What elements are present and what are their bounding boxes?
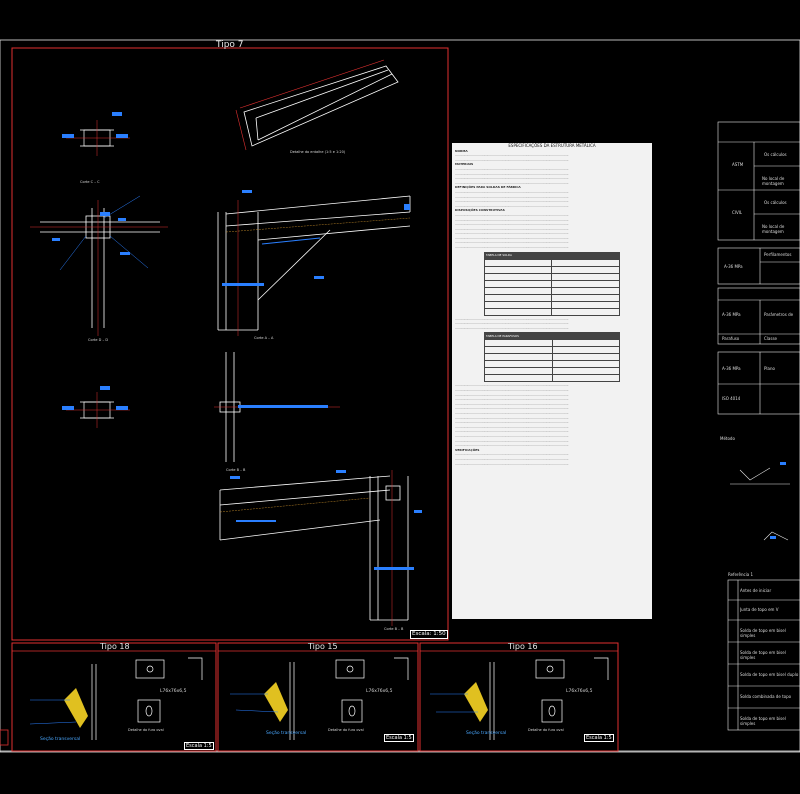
view-label-det-furo: Detalhe do entalhe (1:5 e 1:20)	[290, 150, 346, 154]
right-row-label-1: CIVIL	[732, 210, 743, 215]
detail-18-dim: L76x76x6,5	[160, 689, 187, 694]
detail-frame-15	[217, 642, 419, 752]
notes-section-verificacoes: VERIFICAÇÕES	[455, 447, 480, 452]
specifications-notes-panel: ESPECIFICAÇÕES DA ESTRUTURA METÁLICA NOR…	[452, 143, 652, 619]
view-label-corte-c: Corte C – C	[80, 180, 100, 184]
right-cell-4: Perfilamentos	[764, 252, 792, 257]
right-row-label-0: ASTM	[732, 162, 744, 167]
detail-15-secao: Seção transversal	[266, 731, 307, 736]
detail-16-dim: L76x76x6,5	[566, 689, 593, 694]
right-row-label-2: A-36 MPa	[724, 264, 743, 269]
main-frame	[11, 47, 449, 641]
view-label-corte-b: Corte B – B	[226, 468, 246, 472]
right-list-1: Junta de topo em V	[740, 607, 779, 612]
right-list-4: Solda de topo em bisel duplo	[740, 672, 799, 677]
weld-table-header: TABELA DE SOLDA	[484, 251, 620, 260]
right-row-label-3: A-36 MPa	[722, 312, 741, 317]
notes-section-disposicoes: DISPOSIÇÕES CONSTRUTIVAS	[455, 208, 505, 213]
detail-18-furo: Detalhe do furo oval	[128, 728, 164, 732]
detail-18-scale: Escala 1:5	[184, 742, 214, 750]
view-label-corte-b-lg: Corte B – B	[384, 627, 404, 631]
right-row-label-4: Parafuso	[722, 336, 740, 341]
notes-heading: ESPECIFICAÇÕES DA ESTRUTURA METÁLICA	[508, 143, 596, 148]
view-label-corte-d: Corte D – D	[88, 338, 109, 342]
detail-16-scale: Escala 1:5	[584, 734, 614, 742]
right-list-3: Solda de topo em bisel simples	[740, 650, 786, 660]
right-cell-5: Parâmetros de	[764, 312, 794, 317]
detail-18-secao: Seção transversal	[40, 737, 81, 742]
right-list-2: Solda de topo em bisel simples	[740, 628, 786, 638]
main-scale: Escala: 1:50	[410, 630, 448, 639]
right-row-label-6: ISO 4014	[722, 396, 741, 401]
bolt-table-header: TABELA DE PARAFUSOS	[484, 332, 620, 341]
detail-15-scale: Escala 1:5	[384, 734, 414, 742]
weld-table: TABELA DE SOLDA	[483, 251, 620, 316]
right-row-label-7: Método	[720, 436, 735, 441]
detail-15-dim: L76x76x6,5	[366, 689, 393, 694]
right-row-label-5: A-36 MPa	[722, 366, 741, 371]
detail-15-title: Tipo 15	[308, 642, 338, 651]
right-cell-0: Os cálculos	[764, 152, 787, 157]
main-title: Tipo 7	[216, 40, 244, 50]
notes-section-soldas: DEFINIÇÕES PARA SOLDAS DE FÁBRICA	[455, 185, 521, 190]
right-cell-7: Plano	[764, 366, 775, 371]
right-cell-3: No local de montagem	[762, 224, 785, 234]
notes-section-norma: NORMA	[455, 148, 468, 153]
right-cell-6: Classe	[764, 336, 777, 341]
right-list-0: Antes de iniciar	[740, 588, 772, 593]
detail-16-secao: Seção transversal	[466, 731, 507, 736]
right-cell-1: No local de montagem	[762, 176, 785, 186]
right-sub-label: Referência 1	[728, 572, 754, 577]
detail-16-furo: Detalhe do furo oval	[528, 728, 564, 732]
detail-16-title: Tipo 16	[508, 642, 538, 651]
bolt-table: TABELA DE PARAFUSOS	[484, 332, 620, 383]
detail-frame-18	[11, 642, 217, 752]
right-list-5: Solda combinada de topo	[740, 694, 792, 699]
notes-section-materiais: MATERIAIS	[455, 162, 474, 167]
detail-frame-16	[419, 642, 619, 752]
view-label-corte-a: Corte A – A	[254, 336, 274, 340]
detail-15-furo: Detalhe do furo oval	[328, 728, 364, 732]
right-cell-2: Os cálculos	[764, 200, 787, 205]
detail-18-title: Tipo 18	[100, 642, 130, 651]
right-list-6: Solda de topo em bisel simples	[740, 716, 786, 726]
